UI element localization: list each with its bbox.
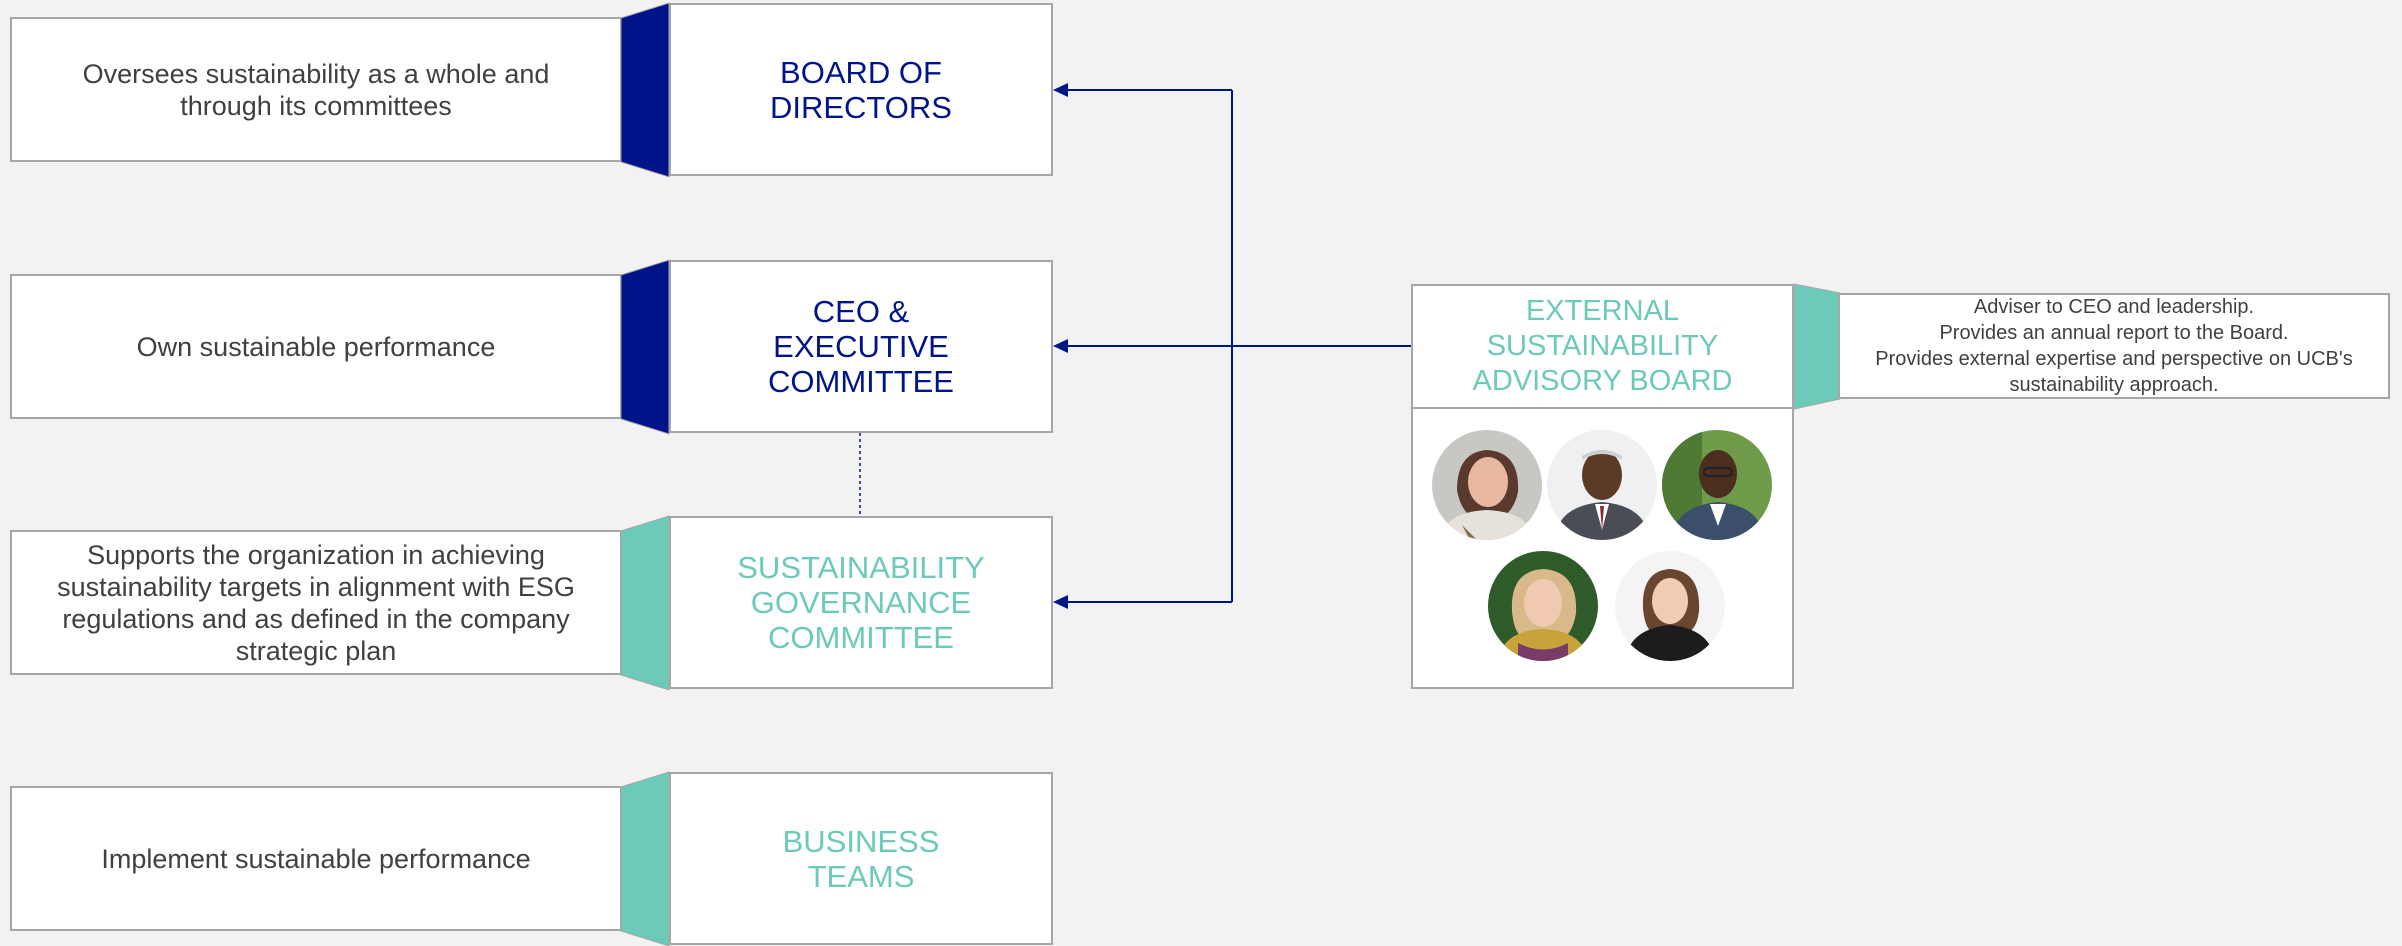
sgc-wedge-shape — [620, 515, 670, 691]
external-title-line-3: ADVISORY BOARD — [1472, 365, 1733, 397]
arrowhead-ceo-icon — [1053, 339, 1068, 353]
ceo-title-line-3: COMMITTEE — [768, 364, 954, 399]
member-portrait-icon — [1488, 551, 1598, 661]
ceo-description-text: Own sustainable performance — [136, 331, 496, 362]
member-portrait-icon — [1615, 551, 1725, 661]
ceo-executive-committee-box: CEO & EXECUTIVE COMMITTEE — [669, 260, 1053, 433]
board-description-text: Oversees sustainability as a whole and t… — [82, 58, 550, 121]
external-advisory-board-title-box: EXTERNAL SUSTAINABILITY ADVISORY BOARD — [1411, 284, 1794, 409]
business-teams-box: BUSINESS TEAMS — [669, 772, 1053, 945]
external-description-line-2: Provides an annual report to the Board. — [1939, 322, 2289, 344]
sgc-title-line-2: GOVERNANCE — [750, 585, 972, 620]
board-title-line-1: BOARD OF — [780, 54, 942, 90]
ceo-wedge-shape — [620, 259, 670, 435]
business-description: Implement sustainable performance — [10, 786, 622, 931]
external-board-wedge — [1793, 283, 1841, 410]
advisory-board-members-panel — [1411, 407, 1794, 689]
board-title-line-2: DIRECTORS — [769, 89, 952, 125]
external-title-line-2: SUSTAINABILITY — [1486, 330, 1719, 362]
member-portrait-icon — [1547, 430, 1657, 540]
sgc-title-line-3: COMMITTEE — [768, 620, 954, 655]
external-description-line-4: sustainability approach. — [2009, 374, 2219, 396]
member-portrait-icon — [1432, 430, 1542, 540]
business-description-text: Implement sustainable performance — [101, 843, 531, 874]
business-wedge — [620, 771, 670, 946]
arrowhead-board-icon — [1053, 83, 1068, 97]
sgc-description: Supports the organization in achieving s… — [10, 530, 622, 675]
sgc-title-line-1: SUSTAINABILITY — [737, 550, 985, 585]
business-title-line-1: BUSINESS — [782, 823, 940, 859]
arrowhead-sgc-icon — [1053, 595, 1068, 609]
member-portrait-icon — [1662, 430, 1772, 540]
business-wedge-shape — [620, 771, 670, 946]
external-description-line-3: Provides external expertise and perspect… — [1875, 348, 2353, 370]
board-wedge — [620, 2, 670, 178]
board-of-directors-box: BOARD OF DIRECTORS — [669, 3, 1053, 176]
external-title-line-1: EXTERNAL — [1525, 295, 1680, 327]
ceo-wedge — [620, 259, 670, 435]
sgc-description-text: Supports the organization in achieving s… — [57, 539, 575, 666]
ceo-title-line-2: EXECUTIVE — [773, 329, 949, 364]
external-board-description-box: Adviser to CEO and leadership. Provides … — [1838, 293, 2390, 399]
sgc-wedge — [620, 515, 670, 691]
ceo-title-line-1: CEO & — [812, 294, 910, 329]
external-description-line-1: Adviser to CEO and leadership. — [1973, 296, 2255, 318]
board-wedge-shape — [620, 2, 670, 178]
sustainability-governance-committee-box: SUSTAINABILITY GOVERNANCE COMMITTEE — [669, 516, 1053, 689]
board-description: Oversees sustainability as a whole and t… — [10, 17, 622, 162]
business-title-line-2: TEAMS — [807, 858, 915, 894]
